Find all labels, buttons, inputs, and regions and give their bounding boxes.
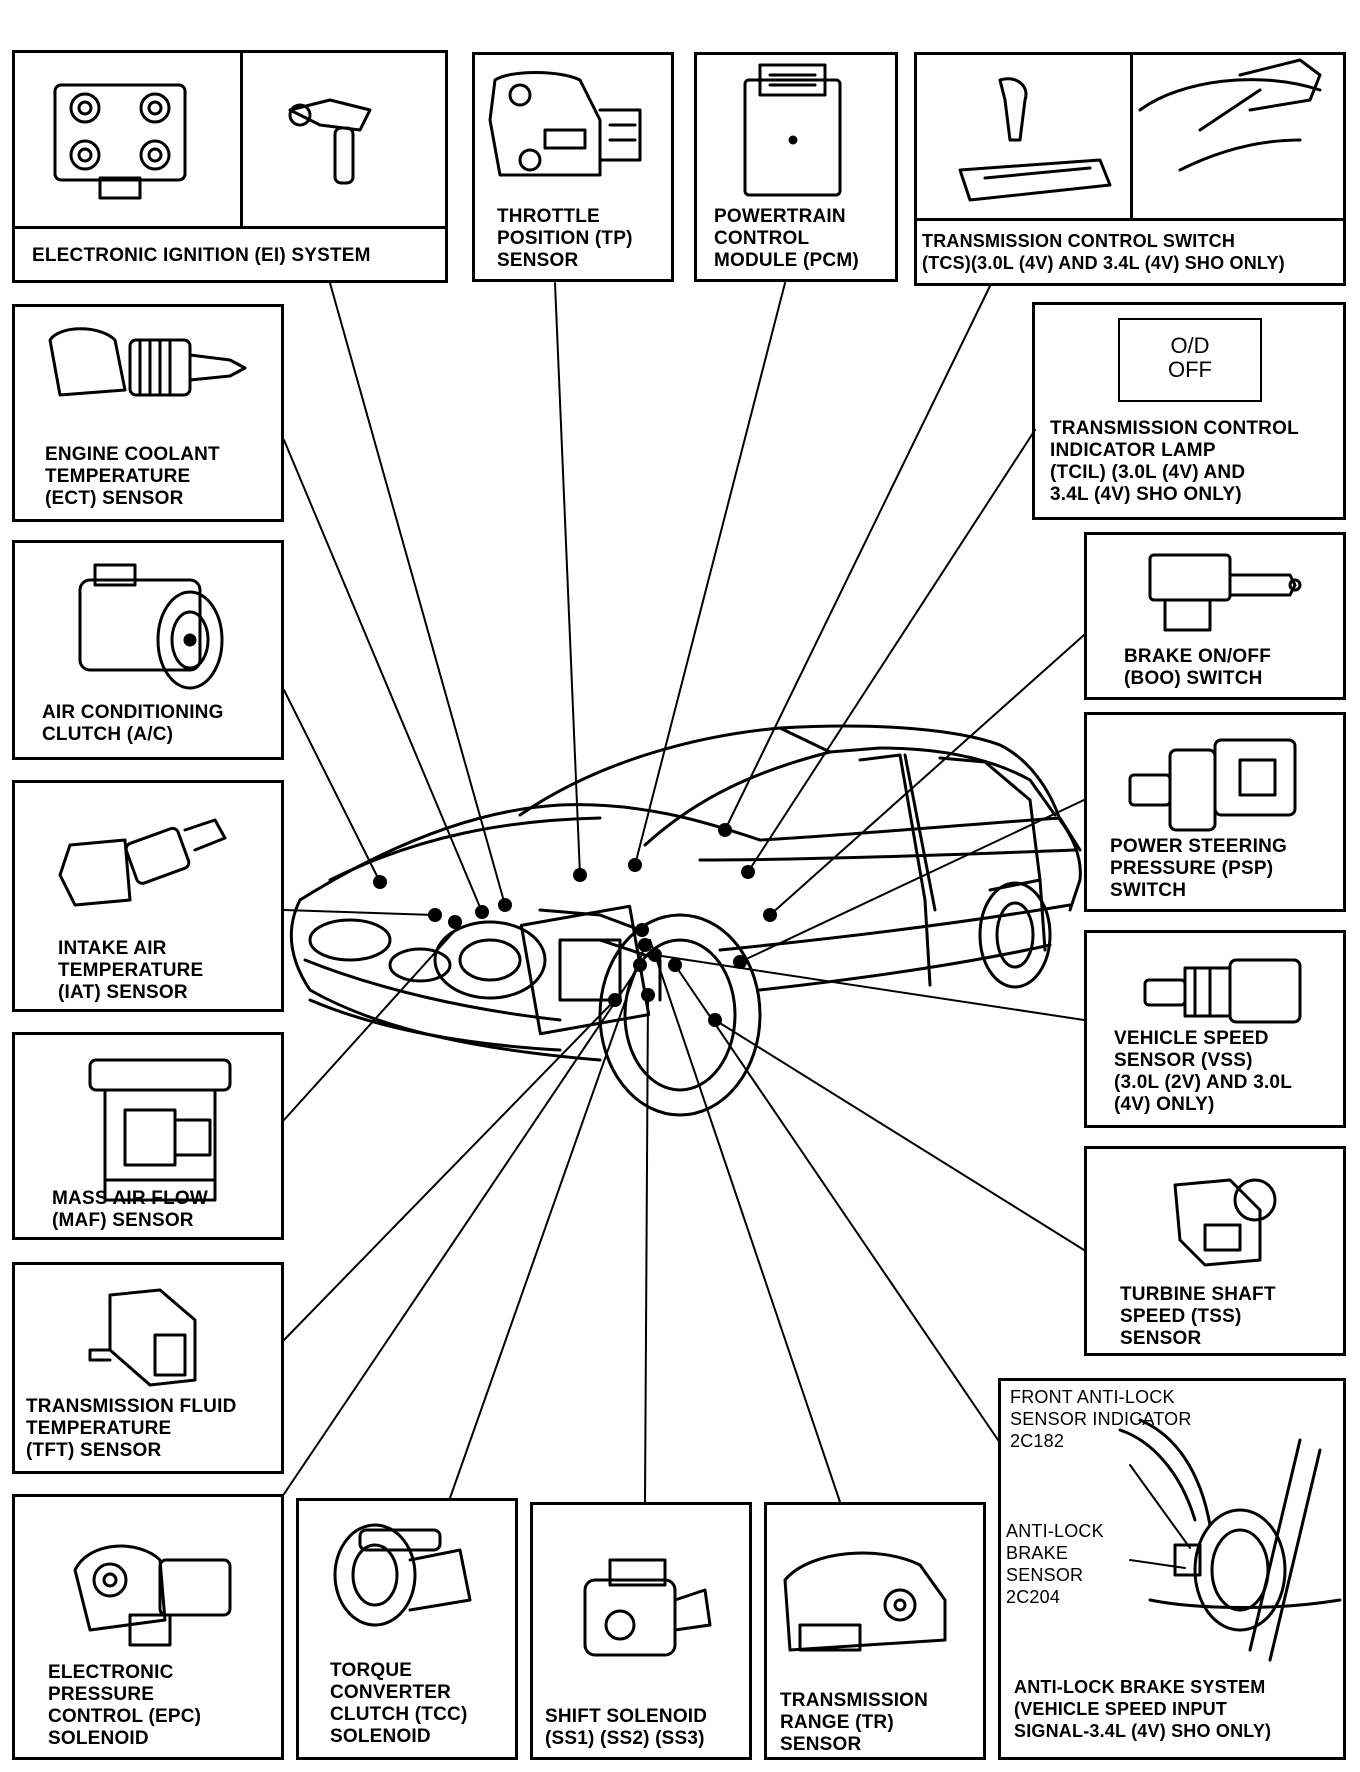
ss-label: SHIFT SOLENOID (SS1) (SS2) (SS3) [545, 1706, 708, 1749]
ei-box-divider [240, 50, 243, 228]
tp-label: THROTTLE POSITION (TP) SENSOR [497, 206, 633, 271]
leader-dots [373, 823, 777, 1027]
tr-label: TRANSMISSION RANGE (TR) SENSOR [780, 1690, 929, 1755]
tcc-label: TORQUE CONVERTER CLUTCH (TCC) SOLENOID [330, 1660, 468, 1747]
iat-box [12, 780, 284, 1012]
tft-label: TRANSMISSION FLUID TEMPERATURE (TFT) SEN… [26, 1396, 237, 1461]
epc-label: ELECTRONIC PRESSURE CONTROL (EPC) SOLENO… [48, 1662, 202, 1749]
psp-label: POWER STEERING PRESSURE (PSP) SWITCH [1110, 836, 1287, 901]
tcs-label: TRANSMISSION CONTROL SWITCH (TCS)(3.0L (… [922, 231, 1285, 273]
vss-box [1084, 930, 1346, 1128]
ect-label: ENGINE COOLANT TEMPERATURE (ECT) SENSOR [45, 444, 220, 509]
maf-label: MASS AIR FLOW (MAF) SENSOR [52, 1188, 208, 1231]
tcs-box-rule [914, 218, 1346, 221]
boo-label: BRAKE ON/OFF (BOO) SWITCH [1124, 646, 1272, 689]
tss-label: TURBINE SHAFT SPEED (TSS) SENSOR [1120, 1284, 1276, 1349]
tcc-box [296, 1498, 518, 1760]
ei-box-rule [12, 226, 448, 229]
iat-label: INTAKE AIR TEMPERATURE (IAT) SENSOR [58, 938, 204, 1003]
pcm-label: POWERTRAIN CONTROL MODULE (PCM) [714, 206, 859, 271]
tcs-box-divider [1130, 52, 1133, 220]
tcil-label: TRANSMISSION CONTROL INDICATOR LAMP (TCI… [1050, 418, 1299, 505]
tcil-lamp-text: O/D OFF [1168, 333, 1212, 382]
tcil-lamp [1118, 318, 1262, 402]
ei-label: ELECTRONIC IGNITION (EI) SYSTEM [32, 245, 371, 266]
abs-label: ANTI-LOCK BRAKE SYSTEM (VEHICLE SPEED IN… [1014, 1677, 1272, 1741]
ac-label: AIR CONDITIONING CLUTCH (A/C) [42, 702, 224, 745]
car-illustration [289, 724, 1082, 1117]
abs-brake-sensor-label: ANTI-LOCK BRAKE SENSOR 2C204 [1006, 1521, 1104, 1607]
abs-front-indicator-label: FRONT ANTI-LOCK SENSOR INDICATOR 2C182 [1010, 1387, 1192, 1451]
vss-label: VEHICLE SPEED SENSOR (VSS) (3.0L (2V) AN… [1114, 1028, 1293, 1115]
